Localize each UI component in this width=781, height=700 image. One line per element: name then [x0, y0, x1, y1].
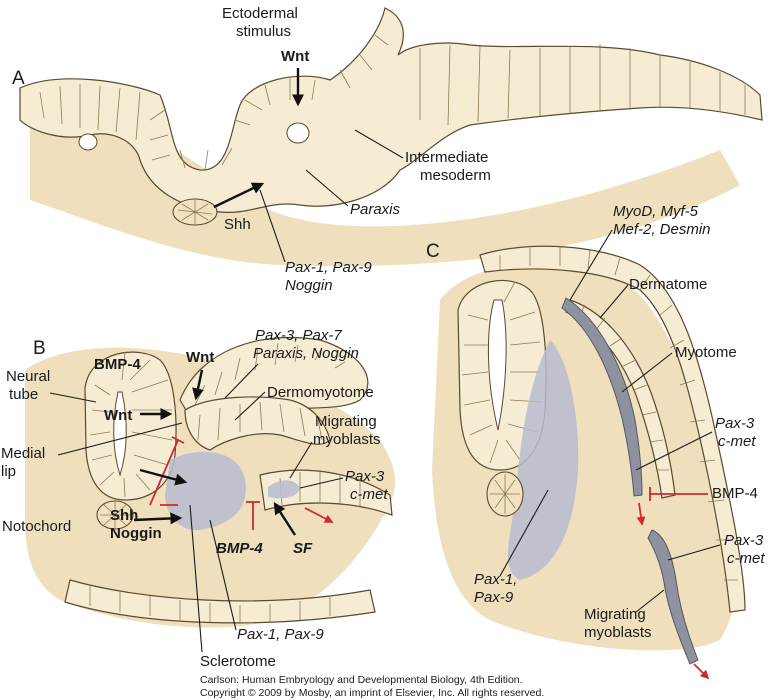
cmet-c1-label-1: Pax-3 — [715, 415, 755, 432]
pax-c-label-1: Pax-1, — [474, 571, 517, 588]
pax-c-leader — [499, 489, 549, 577]
myod-leader — [569, 229, 613, 301]
ectodermal-stimulus-label-1: Ectodermal — [222, 5, 298, 22]
intermediate-mesoderm-label-1: Intermediate — [405, 149, 488, 166]
myotome-leader — [621, 352, 673, 393]
cmet-c2-leader — [667, 544, 721, 561]
dermatome-label: Dermatome — [629, 276, 707, 293]
bmp4-inhibition-bar-1 — [149, 436, 185, 506]
intermediate-leader — [354, 129, 404, 159]
shh-a-label: Shh — [224, 216, 251, 233]
ectodermal-stimulus-label-2: stimulus — [236, 23, 291, 40]
panel-a-label: A — [12, 68, 25, 89]
dermomyotome-leader — [234, 391, 266, 421]
pax3-b-leader — [224, 363, 259, 399]
myotome-label: Myotome — [675, 344, 737, 361]
migrating-b-leader — [289, 441, 313, 479]
shh-a-arrow — [213, 182, 265, 209]
cmet-b-label-1: Pax-3 — [345, 468, 385, 485]
caption-line-2: Copyright © 2009 by Mosby, an imprint of… — [200, 687, 544, 699]
sclerotome-label: Sclerotome — [200, 653, 276, 670]
panel-c-illustration — [432, 245, 746, 665]
panel-c-label: C — [426, 241, 440, 262]
wnt-a-label: Wnt — [281, 48, 309, 65]
noggin-b-label: Noggin — [110, 525, 162, 542]
pax3-b-label-1: Pax-3, Pax-7 — [255, 327, 342, 344]
neural-tube-leader — [49, 392, 97, 403]
intermediate-mesoderm-label-2: mesoderm — [420, 167, 491, 184]
medial-lip-leader — [57, 422, 183, 456]
migrating-c-leader — [635, 589, 665, 613]
paraxis-leader — [305, 169, 349, 207]
migration-arrow-b — [304, 507, 334, 523]
cmet-c1-label-2: c-met — [718, 433, 756, 450]
myod-label-2: Mef-2, Desmin — [613, 221, 711, 238]
cmet-c1-leader — [635, 431, 713, 471]
pax-c-label-2: Pax-9 — [474, 589, 514, 606]
migration-arrow-c2 — [693, 663, 710, 680]
cmet-b-label-2: c-met — [350, 486, 388, 503]
wnt-top-label: Wnt — [186, 349, 214, 366]
myod-label-1: MyoD, Myf-5 — [613, 203, 699, 220]
neural-tube-label-1: Neural — [6, 368, 50, 385]
dermomyotome-label: Dermomyotome — [267, 384, 374, 401]
cmet-c2-label-1: Pax-3 — [724, 532, 764, 549]
cmet-b-leader — [299, 477, 344, 489]
pax-b-bottom-leader — [209, 519, 237, 631]
paraxis-a-label: Paraxis — [350, 201, 401, 218]
panel-b-label: B — [33, 338, 46, 359]
pax-a-leader — [259, 189, 286, 263]
migrating-b-label-2: myoblasts — [313, 431, 381, 448]
pax-a-label-1: Pax-1, Pax-9 — [285, 259, 372, 276]
shh-b-arrow-1 — [139, 468, 188, 486]
panel-a-illustration — [19, 7, 763, 267]
cmet-c2-label-2: c-met — [727, 550, 765, 567]
shh-b-label: Shh — [110, 507, 138, 524]
medial-lip-label-2: lip — [1, 463, 16, 480]
pax-b-bottom-label: Pax-1, Pax-9 — [237, 626, 324, 643]
noggin-b-arrow — [133, 512, 183, 525]
notochord-label: Notochord — [2, 518, 71, 535]
migrating-b-label-1: Migrating — [315, 413, 377, 430]
panel-b-illustration — [25, 336, 396, 628]
bmp4-bottom-label: BMP-4 — [216, 540, 263, 557]
wnt-left-label: Wnt — [104, 407, 132, 424]
neural-tube-label-2: tube — [9, 386, 38, 403]
wnt-top-arrow — [192, 369, 204, 401]
bmp4-c-label: BMP-4 — [712, 485, 758, 502]
sclerotome-leader — [189, 504, 203, 653]
pax-a-label-2: Noggin — [285, 277, 333, 294]
sf-arrow — [273, 501, 297, 536]
migration-arrow-c1 — [636, 502, 646, 526]
pax3-b-label-2: Paraxis, Noggin — [253, 345, 359, 362]
migrating-c-label-1: Migrating — [584, 606, 646, 623]
sf-label: SF — [293, 540, 313, 557]
medial-lip-label-1: Medial — [1, 445, 45, 462]
migrating-c-label-2: myoblasts — [584, 624, 652, 641]
bmp4-top-label: BMP-4 — [94, 356, 141, 373]
dermatome-leader — [599, 284, 629, 319]
caption-line-1: Carlson: Human Embryology and Developmen… — [200, 674, 523, 686]
